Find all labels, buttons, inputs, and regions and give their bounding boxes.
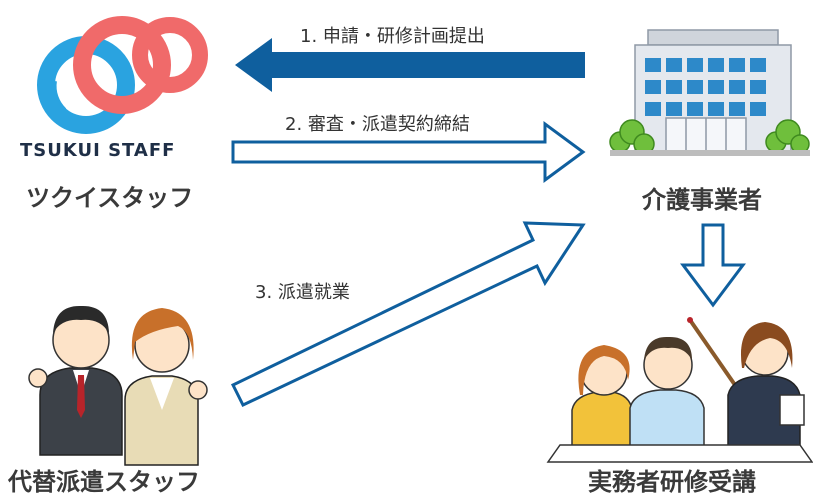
arrow-down <box>680 223 746 308</box>
training-group-icon <box>546 317 813 463</box>
label-care-provider: 介護事業者 <box>642 186 762 214</box>
building-icon <box>609 29 810 156</box>
label-step1: 1. 申請・研修計画提出 <box>300 26 485 47</box>
logo-wordmark: TSUKUI STAFF <box>20 140 176 161</box>
arrow-step2 <box>231 121 586 183</box>
arrow-step3 <box>230 221 586 407</box>
arrow-step1 <box>235 38 585 92</box>
label-training: 実務者研修受講 <box>588 468 756 496</box>
label-step3: 3. 派遣就業 <box>255 282 350 303</box>
tsukui-logo-icon <box>37 16 208 134</box>
label-tsukui-staff: ツクイスタッフ <box>26 184 194 212</box>
label-substitute-staff: 代替派遣スタッフ <box>8 468 200 496</box>
staff-people-icon <box>28 305 208 466</box>
label-step2: 2. 審査・派遣契約締結 <box>285 114 470 135</box>
